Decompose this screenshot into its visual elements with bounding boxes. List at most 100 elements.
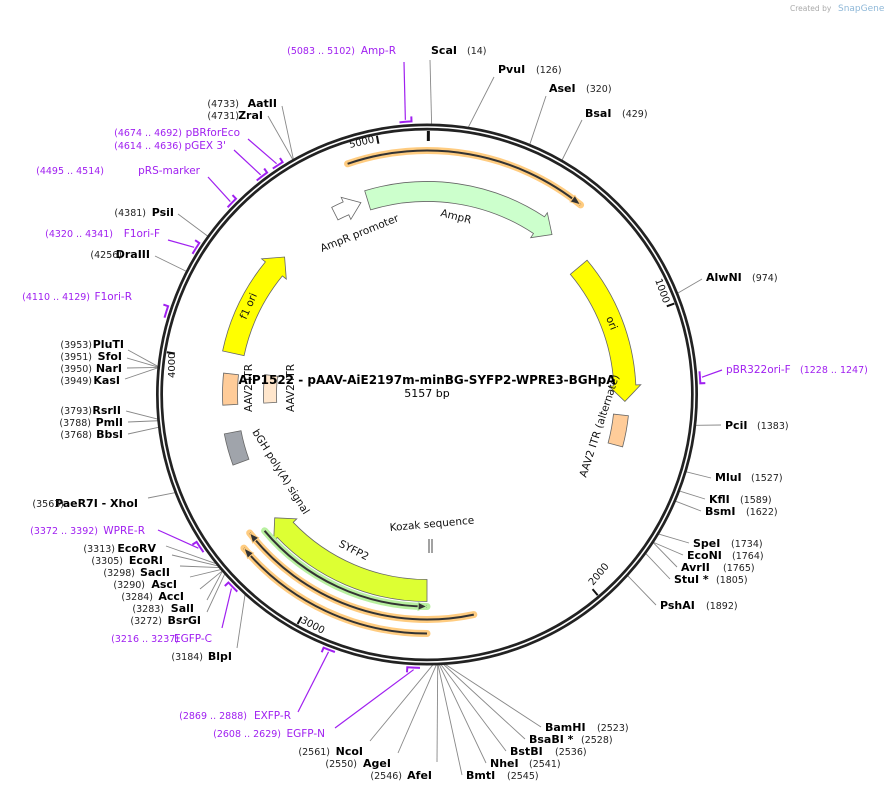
feature-label-aav2-itr-1[interactable]: AAV2 ITR (243, 364, 255, 412)
primer-name[interactable]: pBRforEco (186, 127, 240, 139)
feature-label-aav2-itr-2[interactable]: AAV2 ITR (285, 364, 297, 412)
feature-aav2-itr-alternate[interactable] (607, 413, 629, 448)
enzyme-site: (320) (586, 84, 612, 95)
enzyme-name[interactable]: EcoRI (129, 554, 163, 567)
enzyme-name[interactable]: MluI (715, 471, 742, 484)
primer-name[interactable]: EXFP-R (254, 710, 291, 722)
primer-name[interactable]: Amp-R (361, 45, 396, 57)
enzyme-name[interactable]: DraIII (116, 248, 150, 261)
enzyme-site: (2528) (581, 735, 613, 746)
enzyme-name[interactable]: EcoRV (117, 542, 156, 555)
enzyme-name[interactable]: RsrII (92, 404, 121, 417)
primer-name[interactable]: pBR322ori-F (726, 364, 791, 376)
enzyme-name[interactable]: AccI (158, 590, 184, 603)
enzyme-name[interactable]: SpeI (693, 537, 720, 550)
primer-wpre-r[interactable]: WPRE-R(3372 .. 3392) (30, 525, 205, 553)
enzyme-name[interactable]: PluTI (93, 338, 124, 351)
enzyme-name[interactable]: BamHI (545, 721, 586, 734)
enzyme-name[interactable]: AlwNI (706, 271, 742, 284)
feature-label-bgh-polya[interactable]: bGH poly(A) signal (249, 427, 311, 516)
feature-ampr[interactable] (364, 181, 553, 239)
enzyme-name[interactable]: BsmI (705, 505, 736, 518)
feature-label-ampr-promoter[interactable]: AmpR promoter (319, 212, 401, 255)
primer-name[interactable]: WPRE-R (103, 525, 145, 537)
feature-label-ampr[interactable]: AmpR (439, 207, 472, 226)
primer-pbr322ori-f[interactable]: pBR322ori-F(1228 .. 1247) (698, 364, 868, 385)
enzyme-name[interactable]: BmtI (466, 769, 495, 782)
enzyme-name[interactable]: ScaI (431, 44, 457, 57)
feature-ori[interactable] (569, 259, 642, 402)
enzyme-name[interactable]: BlpI (208, 650, 232, 663)
enzyme-site: (974) (752, 273, 778, 284)
enzyme-name[interactable]: PshAI (660, 599, 695, 612)
enzyme-leader-line (652, 542, 678, 568)
primer-name[interactable]: F1ori-R (95, 291, 132, 303)
enzyme-site: (2546) (370, 771, 402, 782)
primer-egfp-c[interactable]: EGFP-C(3216 .. 3237) (111, 581, 238, 646)
feature-syfp2[interactable] (273, 517, 428, 602)
primer-exfp-r[interactable]: EXFP-R(2869 .. 2888) (179, 646, 336, 722)
enzyme-name[interactable]: PaeR7I - XhoI (55, 497, 138, 510)
feature-aav2-itr-1[interactable] (222, 372, 239, 406)
primer-amp-r[interactable]: Amp-R(5083 .. 5102) (287, 45, 413, 124)
primer-name[interactable]: pGEX 3' (184, 140, 226, 152)
enzyme-leader-line (437, 664, 463, 776)
enzyme-name[interactable]: NheI (490, 757, 519, 770)
enzyme-name[interactable]: KasI (93, 374, 120, 387)
feature-label-kozak[interactable]: Kozak sequence (389, 515, 474, 534)
primer-pbrforeco[interactable]: pBRforEco(4674 .. 4692) (114, 127, 284, 170)
enzyme-name[interactable]: NarI (96, 362, 122, 375)
primer-name[interactable]: F1ori-F (124, 228, 160, 240)
enzyme-name[interactable]: AseI (549, 82, 576, 95)
enzyme-name[interactable]: ZraI (238, 109, 263, 122)
feature-label-ori[interactable]: ori (603, 315, 619, 332)
enzyme-name[interactable]: AatII (248, 97, 277, 110)
enzyme-site: (1527) (751, 473, 783, 484)
enzyme-name[interactable]: PmlI (96, 416, 123, 429)
enzyme-name[interactable]: AgeI (363, 757, 391, 770)
enzyme-site: (3953) (60, 340, 92, 351)
enzyme-name[interactable]: PvuI (498, 63, 525, 76)
enzyme-name[interactable]: BsaI (585, 107, 611, 120)
feature-f1-ori[interactable] (222, 256, 287, 357)
feature-bgh-polya[interactable] (223, 430, 250, 466)
enzyme-name[interactable]: KflI (709, 493, 730, 506)
enzyme-name[interactable]: NcoI (336, 745, 363, 758)
enzyme-name[interactable]: PsiI (152, 206, 174, 219)
primer-pgex-3-[interactable]: pGEX 3'(4614 .. 4636) (114, 140, 269, 182)
primer-egfp-n[interactable]: EGFP-N(2608 .. 2629) (213, 666, 421, 740)
orf-track-syfp2-green[interactable] (261, 527, 431, 612)
primer-name[interactable]: pRS-marker (138, 165, 201, 177)
enzyme-leader-line (125, 410, 158, 420)
enzyme-name[interactable]: BsaBI * (529, 733, 574, 746)
enzyme-leader-line (397, 664, 437, 754)
enzyme-leader-line (236, 594, 246, 649)
primer-mark (272, 157, 284, 170)
orf-track-orange-2[interactable] (240, 544, 431, 637)
primer-prs-marker[interactable]: pRS-marker (4495 .. 4514) (36, 165, 238, 208)
enzyme-name[interactable]: SfoI (98, 350, 122, 363)
enzyme-name[interactable]: StuI * (674, 573, 709, 586)
primer-name[interactable]: EGFP-N (286, 728, 325, 740)
primer-f1ori-r[interactable]: F1ori-R(4110 .. 4129) (22, 291, 170, 318)
enzyme-name[interactable]: BstBI (510, 745, 543, 758)
enzyme-site: (3272) (130, 616, 162, 627)
enzyme-name[interactable]: BsrGI (168, 614, 201, 627)
enzyme-name[interactable]: PciI (725, 419, 747, 432)
primer-name[interactable]: EGFP-C (174, 633, 212, 645)
orf-track-ampr[interactable] (344, 147, 585, 209)
primer-f1ori-f[interactable]: F1ori-F(4320 .. 4341) (45, 228, 201, 255)
enzyme-name[interactable]: BbsI (96, 428, 123, 441)
enzyme-name[interactable]: SalI (171, 602, 194, 615)
enzyme-name[interactable]: EcoNI (687, 549, 722, 562)
feature-ampr-promoter[interactable] (331, 196, 362, 221)
feature-aav2-itr-2[interactable] (263, 374, 279, 404)
enzyme-name[interactable]: AscI (151, 578, 177, 591)
primer-range: (4495 .. 4514) (36, 166, 104, 177)
enzyme-leader-line (126, 357, 159, 368)
enzyme-name[interactable]: AvrII (681, 561, 710, 574)
enzyme-name[interactable]: SacII (140, 566, 170, 579)
enzyme-name[interactable]: AfeI (407, 769, 432, 782)
orf-track-orange-1[interactable] (246, 529, 478, 624)
primer-mark (163, 303, 170, 318)
